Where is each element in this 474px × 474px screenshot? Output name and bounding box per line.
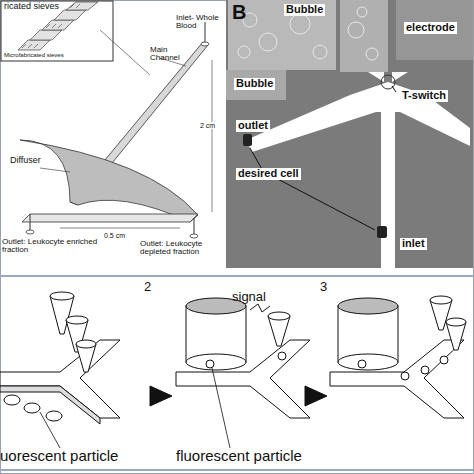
part-label: signal xyxy=(232,290,282,304)
bubble-switch xyxy=(226,0,473,268)
part-label: Inlet- Whole Blood xyxy=(176,14,226,31)
part-label: 2 cm xyxy=(198,122,217,129)
part-label: fluorescent particle xyxy=(176,448,346,464)
sorting-steps xyxy=(0,292,466,448)
part-label: outlet xyxy=(236,120,270,132)
part-label: 3 xyxy=(320,280,336,294)
part-label: uorescent particle xyxy=(0,448,150,464)
part-label: Main Channel xyxy=(150,46,194,63)
part-label: desired cell xyxy=(236,168,301,180)
part-label: electrode xyxy=(404,22,457,34)
part-label: Outlet: Leukocyte enriched fraction xyxy=(2,238,98,255)
part-label: 2 xyxy=(144,280,160,294)
sieve-device xyxy=(1,1,212,238)
part-label: 0.5 cm xyxy=(104,232,144,239)
part-label: inlet xyxy=(400,238,427,250)
part-label: Bubble xyxy=(284,4,325,16)
part-label: Diffuser xyxy=(10,156,60,165)
part-label: T-switch xyxy=(400,90,448,102)
part-label: Bubble xyxy=(234,78,275,90)
part-label: Microfabricated sieves xyxy=(4,52,114,58)
part-label: Outlet: Leukocyte depleted fraction xyxy=(140,240,224,257)
part-label: ricated sieves xyxy=(2,2,61,11)
part-label: B xyxy=(232,2,256,23)
